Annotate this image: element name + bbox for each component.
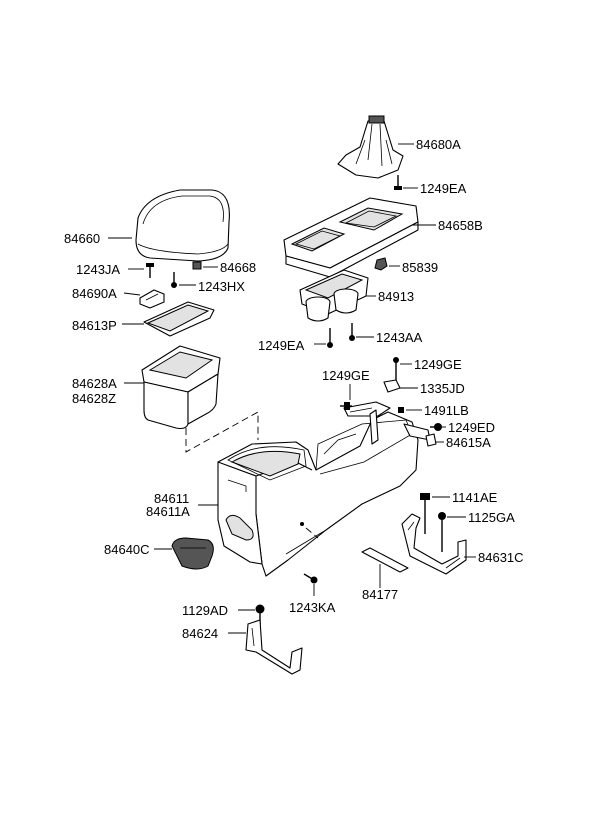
clip-84615A	[425, 433, 437, 447]
storage-box-part	[141, 345, 221, 430]
hinge-bracket-84690A	[139, 289, 165, 309]
label-1249EA-mid: 1249EA	[258, 338, 305, 353]
label-84613P: 84613P	[72, 318, 117, 333]
label-85839: 85839	[402, 260, 438, 275]
label-1129AD: 1129AD	[182, 603, 228, 618]
tray-84640C	[171, 537, 214, 570]
bolt-1141AE	[420, 493, 430, 534]
label-84628A: 84628A	[72, 376, 117, 391]
label-1249ED: 1249ED	[448, 420, 495, 435]
label-1243HX: 1243HX	[198, 279, 245, 294]
label-1249EA-top: 1249EA	[420, 181, 467, 196]
label-1249GE-right: 1249GE	[414, 357, 462, 372]
screw-1243JA	[146, 263, 154, 278]
front-bracket-84624	[245, 619, 303, 675]
label-1243AA: 1243AA	[376, 330, 423, 345]
label-84628Z: 84628Z	[72, 391, 116, 406]
screw-1243KA	[303, 573, 318, 584]
label-84640C: 84640C	[104, 542, 150, 557]
console-bracket-assembly	[343, 379, 431, 445]
label-84913: 84913	[378, 289, 414, 304]
shift-panel-part	[283, 197, 419, 278]
label-1335JD: 1335JD	[420, 381, 465, 396]
label-1125GA: 1125GA	[468, 510, 515, 525]
label-1243KA: 1243KA	[289, 600, 336, 615]
shift-boot-part	[337, 115, 404, 179]
screw-1249ED	[430, 423, 442, 431]
rear-bracket-84631C	[401, 513, 467, 575]
clip-84668	[192, 261, 202, 270]
strip-84177	[361, 547, 409, 573]
label-84658B: 84658B	[438, 218, 483, 233]
clip-85839	[374, 257, 388, 271]
label-84615A: 84615A	[446, 435, 491, 450]
clip-1491LB	[398, 407, 404, 413]
screw-1249GE-right	[393, 357, 399, 380]
bolt-1125GA	[438, 512, 446, 552]
label-84177: 84177	[362, 587, 398, 602]
screw-1243HX	[171, 272, 177, 288]
screw-1249GE-left	[340, 402, 352, 410]
label-1141AE: 1141AE	[452, 490, 498, 505]
armrest-lid-part	[135, 189, 230, 262]
label-1491LB: 1491LB	[424, 403, 469, 418]
label-84611: 84611	[154, 491, 189, 506]
cup-holder-part	[299, 269, 369, 322]
main-console-part	[217, 411, 419, 577]
screw-1243AA	[349, 323, 355, 341]
label-84660: 84660	[64, 231, 100, 246]
label-84624: 84624	[182, 626, 218, 641]
label-84690A: 84690A	[72, 286, 117, 301]
label-84680A: 84680A	[416, 137, 461, 152]
pad-84613P	[143, 301, 215, 337]
screw-1249EA-mid	[327, 328, 333, 348]
label-84668: 84668	[220, 260, 256, 275]
label-1243JA: 1243JA	[76, 262, 120, 277]
screw-1249EA-top	[394, 175, 402, 190]
label-84631C: 84631C	[478, 550, 524, 565]
label-84611A: 84611A	[146, 504, 190, 519]
label-1249GE-left: 1249GE	[322, 368, 370, 383]
